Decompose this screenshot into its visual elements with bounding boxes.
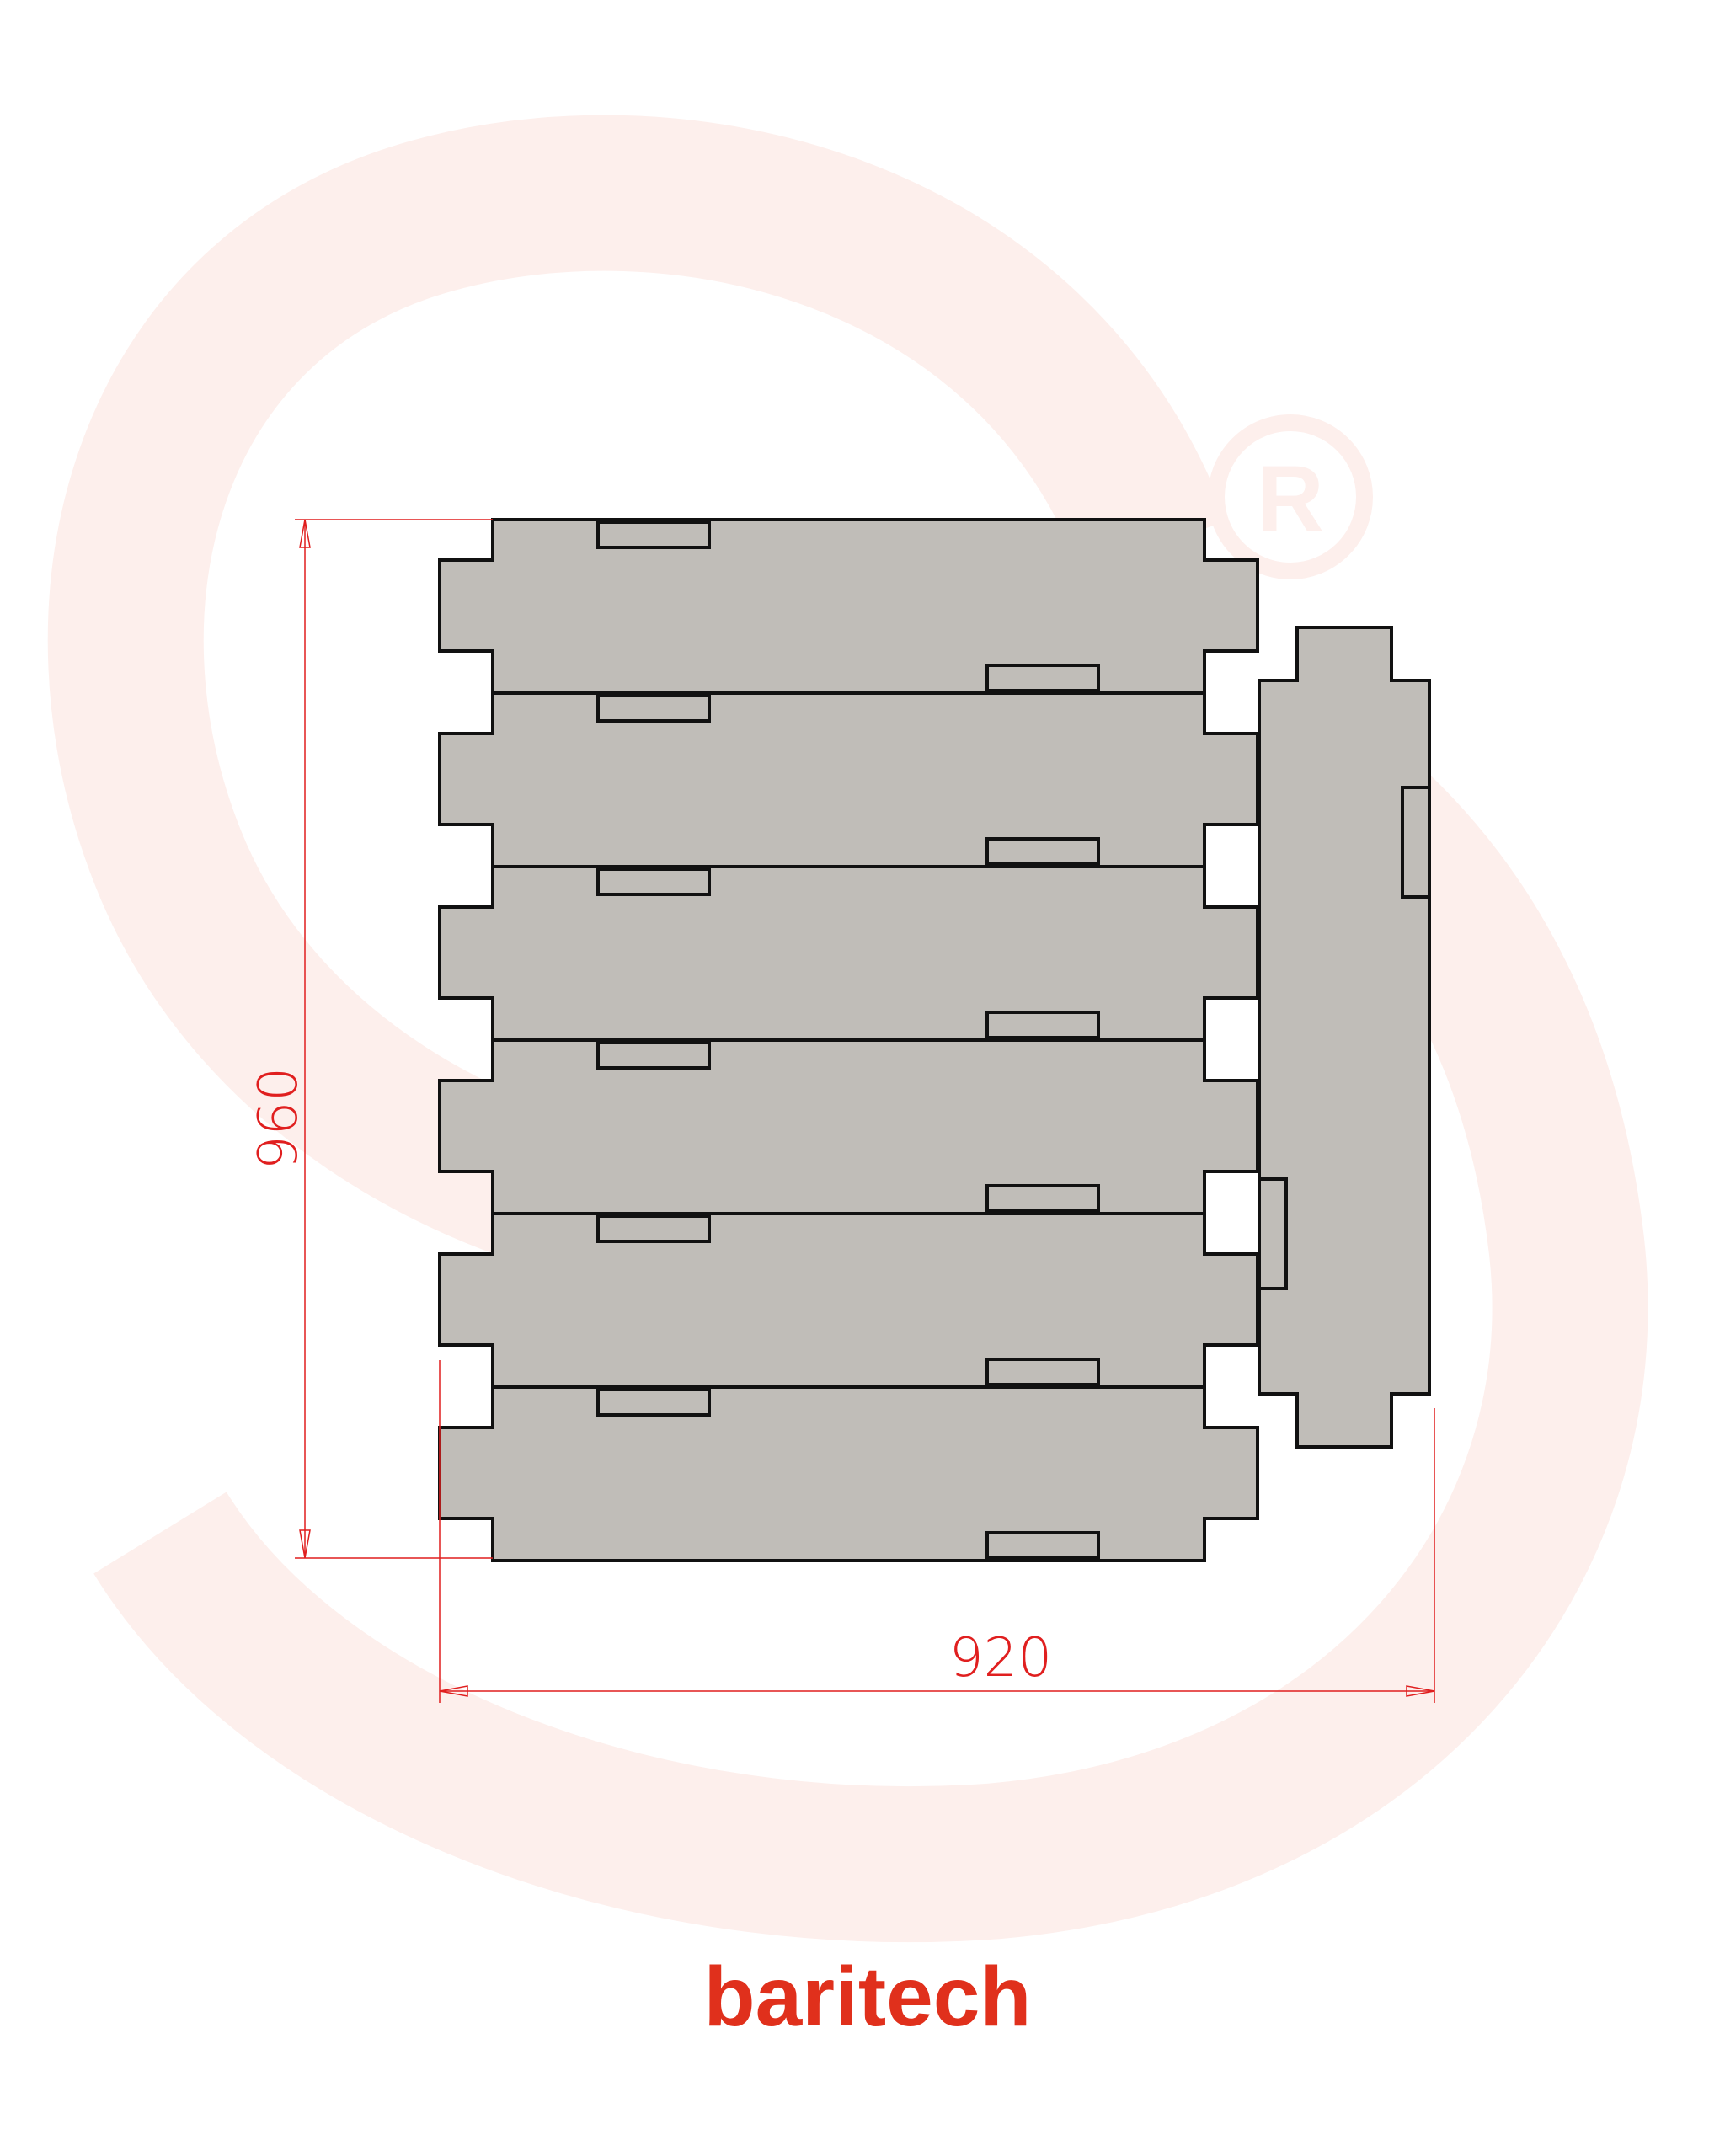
panel-2-top-slot <box>596 694 711 723</box>
panel-4 <box>438 1038 1259 1215</box>
registered-mark-letter: R <box>1257 447 1323 551</box>
width-dimension-label: 920 <box>949 1627 1052 1689</box>
panel-5-top-slot <box>596 1214 711 1243</box>
side-rail-slot-right <box>1401 786 1431 899</box>
brand-logo: baritech <box>703 1950 1031 2044</box>
panel-5 <box>438 1212 1259 1389</box>
panel-3-bottom-slot <box>985 1011 1100 1039</box>
height-dimension-label: 960 <box>248 1067 310 1170</box>
panel-6-top-slot <box>596 1388 711 1417</box>
panel-3 <box>438 865 1259 1042</box>
panel-1 <box>438 518 1259 695</box>
panel-1-bottom-slot <box>985 664 1100 692</box>
width-arrow-right <box>1406 1685 1435 1697</box>
panel-4-bottom-slot <box>985 1184 1100 1213</box>
watermark-swirl-lower <box>93 730 1648 1943</box>
panel-4-top-slot <box>596 1041 711 1070</box>
watermark-logo: R <box>47 115 1648 1943</box>
registered-mark: R <box>1208 414 1373 579</box>
panel-stack <box>438 518 1259 1562</box>
width-arrow-left <box>439 1685 468 1697</box>
side-rail-outline <box>1258 626 1431 1449</box>
side-rail-slot-left <box>1258 1177 1288 1290</box>
height-dimension: 960 <box>248 519 493 1559</box>
side-rail <box>1258 626 1431 1449</box>
panel-3-top-slot <box>596 867 711 896</box>
panel-6 <box>438 1385 1259 1562</box>
panel-2-bottom-slot <box>985 837 1100 866</box>
panel-6-bottom-slot <box>985 1531 1100 1560</box>
panel-1-top-slot <box>596 520 711 549</box>
height-arrow-top <box>299 519 311 548</box>
watermark-swirl-upper <box>47 115 1227 1299</box>
width-dimension: 920 <box>439 1360 1435 1703</box>
panel-5-bottom-slot <box>985 1358 1100 1386</box>
panel-2 <box>438 691 1259 868</box>
height-arrow-bottom <box>299 1529 311 1559</box>
